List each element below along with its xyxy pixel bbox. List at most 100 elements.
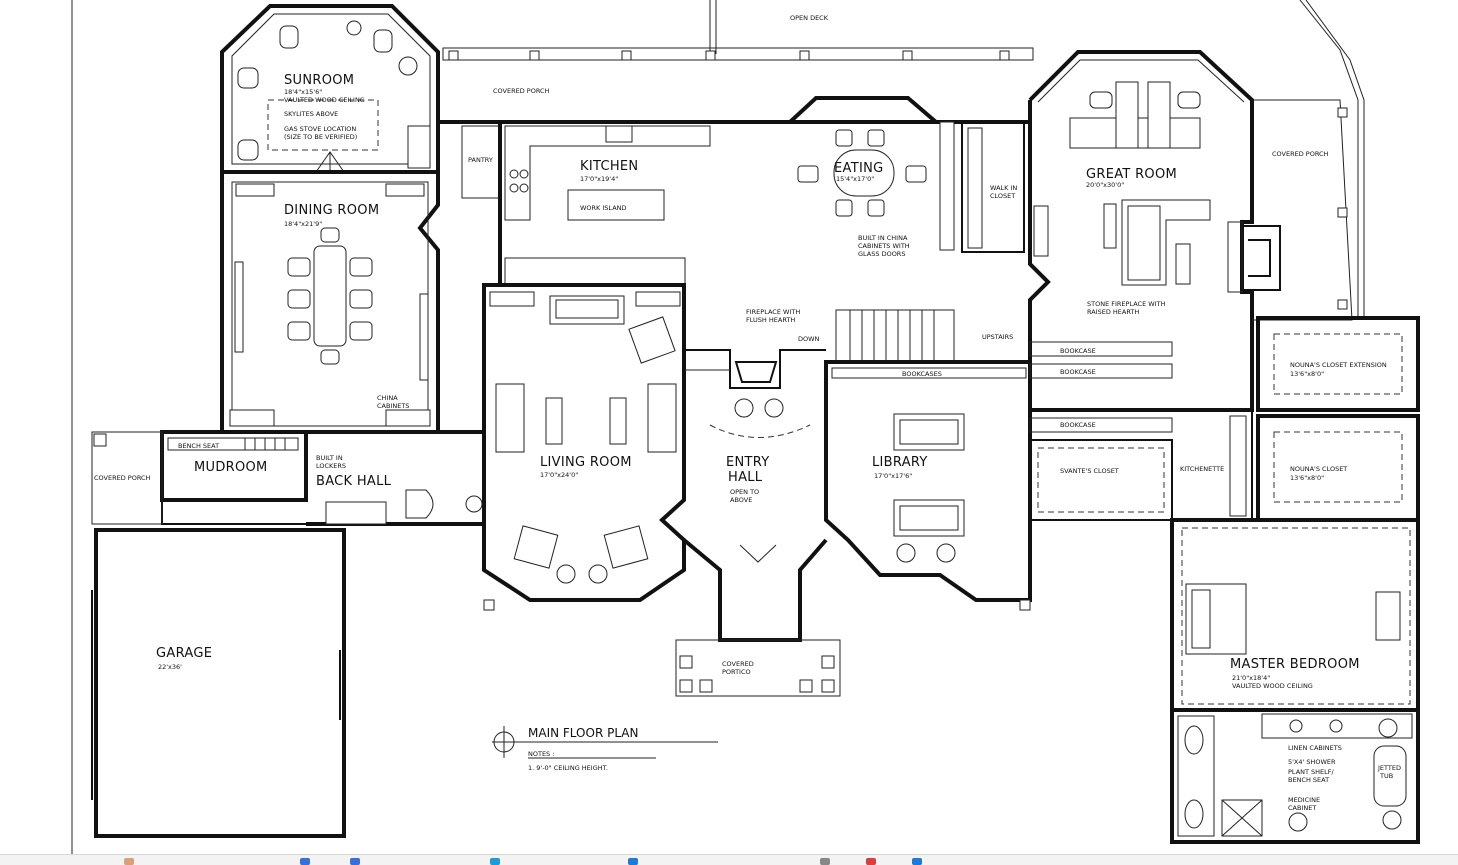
app-icon[interactable] (866, 858, 876, 865)
bookcases-label: BOOKCASES (902, 370, 942, 378)
kitchenette-label: KITCHENETTE (1180, 465, 1224, 473)
linen-label: LINEN CABINETS (1288, 744, 1342, 752)
covered-porch-top-label: COVERED PORCH (493, 87, 550, 95)
dining-label: DINING ROOM (284, 203, 379, 218)
sunroom-label: SUNROOM (284, 73, 354, 88)
open-deck-label: OPEN DECK (790, 14, 829, 22)
back-hall-label: BACK HALL (316, 474, 392, 489)
app-icon[interactable] (912, 858, 922, 865)
living-room: LIVING ROOM 17'0"x24'0" (482, 283, 686, 602)
master-bedroom-label: MASTER BEDROOM (1230, 657, 1360, 672)
shower-label-1: 5'X4' SHOWER (1288, 758, 1336, 766)
plan-note-1: 1. 9'-0" CEILING HEIGHT. (528, 764, 608, 772)
work-island-label: WORK ISLAND (580, 204, 627, 212)
kitchen: PANTRY WORK ISLAND KITCHEN 17'0"x19'4" (436, 120, 1030, 285)
covered-porch-left-label: COVERED PORCH (94, 474, 151, 482)
chair-icon (237, 25, 393, 161)
entry-hall: FIREPLACE WITH FLUSH HEARTH ENTRY HALL O… (682, 308, 828, 642)
portico-label-1: COVERED (722, 660, 754, 668)
bookcase-label-2: BOOKCASE (1060, 368, 1096, 376)
shower-label-2: PLANT SHELF/ (1288, 768, 1335, 776)
plan-notes-label: NOTES : (528, 750, 554, 758)
covered-porch-top: COVERED PORCH (442, 47, 1034, 123)
china-note-3: GLASS DOORS (858, 250, 905, 258)
lockers-label-1: BUILT IN (316, 454, 343, 462)
tub-label-2: TUB (1379, 772, 1393, 780)
title-block: MAIN FLOOR PLAN NOTES : 1. 9'-0" CEILING… (492, 726, 718, 772)
plant-icon (896, 543, 956, 563)
plant-icon (556, 564, 608, 584)
staircase: DOWN UPSTAIRS (798, 309, 1013, 363)
covered-portico: COVERED PORTICO (675, 639, 841, 697)
shower-label-3: BENCH SEAT (1288, 776, 1329, 784)
garage-label: GARAGE (156, 646, 212, 661)
great-room-dim: 20'0"x30'0" (1086, 181, 1124, 189)
china-note-2: CABINETS WITH (858, 242, 910, 250)
eating-label: EATING (834, 161, 883, 176)
medicine-label-2: CABINET (1288, 804, 1316, 812)
garage-dim: 22'x36' (158, 663, 182, 671)
plant-icon (1288, 718, 1402, 832)
app-icon[interactable] (300, 858, 310, 865)
svante-label: SVANTE'S CLOSET (1060, 467, 1119, 475)
kitchen-dim: 17'0"x19'4" (580, 175, 618, 183)
covered-porch-right: COVERED PORCH (1252, 99, 1353, 321)
eating-dim: 15'4"x17'0" (836, 175, 874, 183)
pantry-label: PANTRY (468, 156, 493, 164)
plan-title: MAIN FLOOR PLAN (528, 726, 638, 740)
back-hall: BACK HALL (306, 430, 484, 526)
app-icon[interactable] (124, 858, 134, 865)
portico-label-2: PORTICO (722, 668, 751, 676)
bench-seat-label: BENCH SEAT (178, 442, 219, 450)
master-dim: 21'0"x18'4" (1232, 674, 1270, 682)
china-cabinets-line2: CABINETS (377, 402, 409, 410)
sunroom-dim: 18'4"x15'6" (284, 88, 322, 96)
app-icon[interactable] (820, 858, 830, 865)
bookcases-corridor: BOOKCASE BOOKCASE BOOKCASE (1029, 341, 1173, 433)
china-cabinets-line1: CHINA (377, 394, 398, 402)
plant-icon (734, 398, 784, 418)
living-room-label: LIVING ROOM (540, 455, 632, 470)
taskbar (0, 854, 1458, 865)
medicine-label-1: MEDICINE (1288, 796, 1320, 804)
library-dim: 17'0"x17'6" (874, 472, 912, 480)
kitchen-label: KITCHEN (580, 159, 638, 174)
svante-closet: SVANTE'S CLOSET (1029, 439, 1173, 521)
porch-posts (448, 50, 1010, 61)
dining-dim: 18'4"x21'9" (284, 220, 322, 228)
stairs-down-label: DOWN (798, 335, 820, 343)
sunroom: SUNROOM 18'4"x15'6" VAULTED WOOD CEILING… (220, 4, 440, 174)
app-icon[interactable] (490, 858, 500, 865)
plant-icon (346, 20, 418, 76)
walkin-label-2: CLOSET (990, 192, 1015, 200)
great-room: GREAT ROOM 20'0"x30'0" STONE FIREPLACE W… (1028, 50, 1281, 412)
stone-fireplace-1: STONE FIREPLACE WITH (1087, 300, 1166, 308)
stairs-up-label: UPSTAIRS (982, 333, 1013, 341)
nouna-label: NOUNA'S CLOSET (1290, 465, 1347, 473)
garage: GARAGE 22'x36' (91, 528, 346, 838)
sunroom-note3: GAS STOVE LOCATION (284, 125, 356, 133)
china-note-1: BUILT IN CHINA (858, 234, 908, 242)
nouna-ext-label: NOUNA'S CLOSET EXTENSION (1290, 361, 1387, 369)
covered-porch-right-label: COVERED PORCH (1272, 150, 1329, 158)
library-label: LIBRARY (872, 455, 928, 470)
entry-sub-2: ABOVE (730, 496, 752, 504)
nouna-closet-extension: NOUNA'S CLOSET EXTENSION 13'6"x8'0" (1256, 316, 1420, 412)
bookcase-label-1: BOOKCASE (1060, 347, 1096, 355)
kitchenette: KITCHENETTE (1172, 409, 1253, 521)
walkin-label-1: WALK IN (990, 184, 1017, 192)
app-icon[interactable] (628, 858, 638, 865)
covered-porch-left: COVERED PORCH (91, 431, 163, 525)
app-icon[interactable] (350, 858, 360, 865)
entry-sub-1: OPEN TO (730, 488, 759, 496)
bookcase-label-3: BOOKCASE (1060, 421, 1096, 429)
fireplace-note-1: FIREPLACE WITH (746, 308, 800, 316)
library: BOOKCASES LIBRARY 17'0"x17'6" (824, 360, 1032, 602)
master-note: VAULTED WOOD CEILING (1232, 682, 1313, 690)
entry-label-1: ENTRY (726, 455, 770, 470)
great-room-label: GREAT ROOM (1086, 167, 1177, 182)
entry-label-2: HALL (728, 470, 763, 485)
dining-room: DINING ROOM 18'4"x21'9" CHINA CABINETS (220, 170, 440, 434)
nouna-dim: 13'6"x8'0" (1290, 474, 1324, 482)
